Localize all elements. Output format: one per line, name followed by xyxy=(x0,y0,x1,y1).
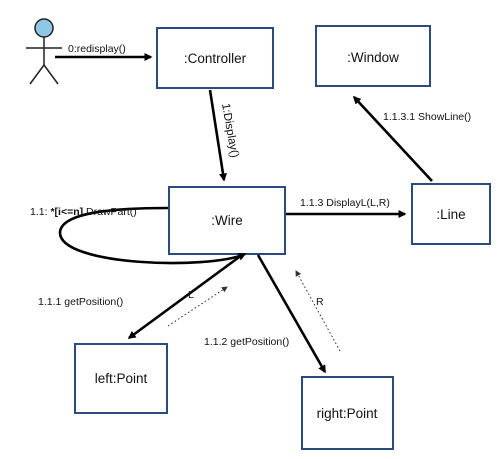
drawpart-loop-arrow xyxy=(58,206,247,265)
line-object: :Line xyxy=(411,183,491,245)
return-left-arrow xyxy=(167,286,228,327)
drawpart-guard: *[i<=n] xyxy=(50,206,83,218)
getposition-left-arrow xyxy=(127,253,243,340)
actor-icon xyxy=(26,18,62,85)
display-arrow xyxy=(208,89,227,182)
left-point-object: left:Point xyxy=(74,343,168,414)
left-point-label: left:Point xyxy=(95,371,148,386)
right-point-label: right:Point xyxy=(317,406,378,421)
getposition-left-label: 1.1.1 getPosition() xyxy=(38,296,123,308)
drawpart-name: DrawPart() xyxy=(86,206,137,218)
controller-object: :Controller xyxy=(156,27,274,89)
return-left-label: L xyxy=(188,289,194,301)
redisplay-label: 0:redisplay() xyxy=(68,43,126,55)
drawpart-label: 1.1: *[i<=n] DrawPart() xyxy=(30,206,137,218)
window-label: :Window xyxy=(347,50,399,65)
displayl-label: 1.1.3 DisplayL(L,R) xyxy=(300,197,390,209)
display-label: 1:Display() xyxy=(219,102,240,158)
showline-arrow xyxy=(352,95,433,182)
getposition-right-arrow xyxy=(256,254,327,374)
window-object: :Window xyxy=(315,25,431,87)
getposition-right-label: 1.1.2 getPosition() xyxy=(204,336,289,348)
wire-object: :Wire xyxy=(168,186,286,255)
return-right-arrow xyxy=(295,270,341,352)
line-label: :Line xyxy=(436,207,465,222)
right-point-object: right:Point xyxy=(301,376,394,450)
drawpart-prefix: 1.1: xyxy=(30,206,48,218)
return-right-label: R xyxy=(316,296,324,308)
showline-label: 1.1.3.1 ShowLine() xyxy=(383,111,471,123)
wire-label: :Wire xyxy=(211,213,243,228)
controller-label: :Controller xyxy=(184,51,247,66)
